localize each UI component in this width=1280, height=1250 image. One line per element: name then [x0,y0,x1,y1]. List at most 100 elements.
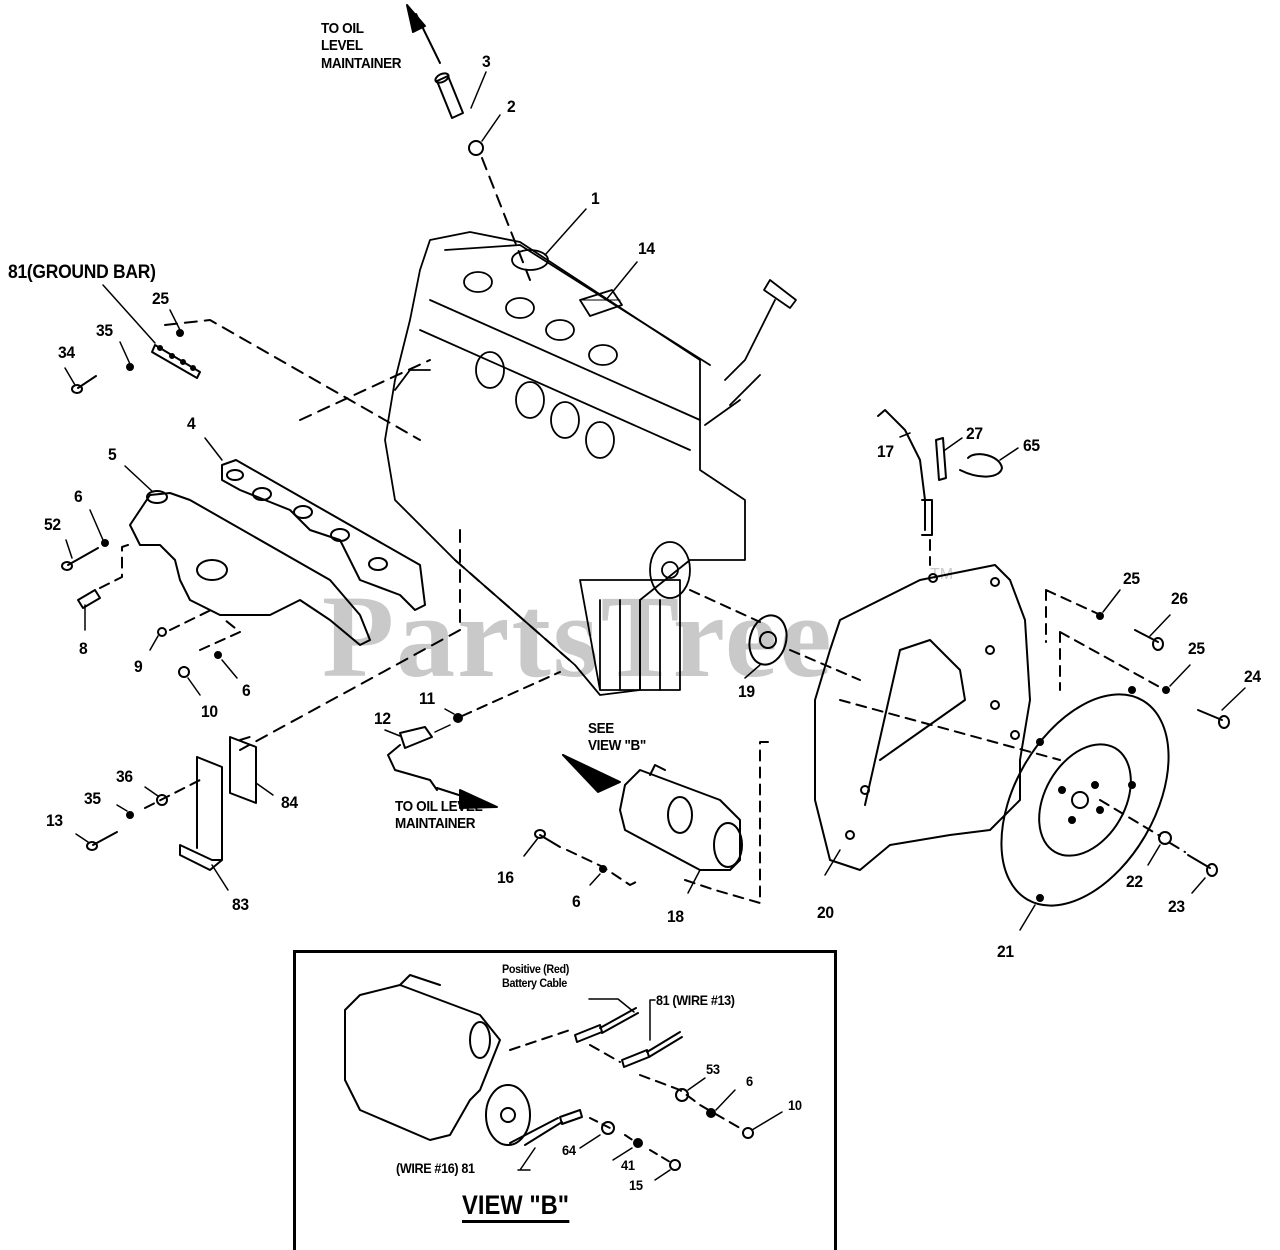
note-wire-13: 81 (WIRE #13) [656,992,735,1008]
callout-35-top: 35 [96,321,113,340]
callout-15: 15 [629,1177,643,1193]
callout-3: 3 [482,52,491,71]
callout-52: 52 [44,515,61,534]
part-1-engine [384,231,797,696]
callout-53: 53 [706,1061,720,1077]
callout-4: 4 [187,414,196,433]
callout-10-view-b: 10 [788,1097,802,1113]
view-b-15-nut [654,1159,681,1181]
callout-21: 21 [997,942,1014,961]
part-2-clamp [468,114,501,156]
part-25-washer-c [1162,664,1191,694]
arrow-up-icon [406,4,441,64]
part-34-bolt [64,367,97,394]
part-35-washer-b [116,804,134,819]
callout-1: 1 [591,189,600,208]
view-b-64-washer [579,1121,615,1149]
part-52-bolt [61,539,99,571]
part-12-oil-line [384,724,498,809]
callout-84: 84 [281,793,298,812]
callout-34: 34 [58,343,75,362]
callout-27: 27 [966,424,983,443]
part-84-plate [229,736,274,804]
part-26-bolt [1134,614,1171,651]
part-81-ground-bar [102,284,201,379]
part-6-washer-b [214,651,238,679]
view-b-10-nut [742,1111,783,1139]
view-b-frame [293,950,837,1250]
callout-65: 65 [1023,436,1040,455]
part-21-flexplate [1000,686,1170,931]
callout-6-c: 6 [572,892,581,911]
part-3-hose [434,71,487,119]
part-25-washer-b [1096,589,1121,620]
callout-19: 19 [738,682,755,701]
part-19-flexplate-adapter [744,614,788,679]
callout-12: 12 [374,709,391,728]
part-22-washer [1147,831,1172,866]
view-b-53-washer [675,1077,706,1102]
callout-26: 26 [1171,589,1188,608]
part-6-washer-a [89,509,109,547]
callout-22: 22 [1126,872,1143,891]
callout-11: 11 [419,689,435,708]
callout-9: 9 [134,657,143,676]
callout-41: 41 [621,1157,635,1173]
part-8-fitting [77,544,129,631]
part-6-washer-c [589,865,607,886]
note-to-oil-level-maintainer-top: TO OIL LEVEL MAINTAINER [321,20,402,72]
part-9-nut [149,627,167,651]
note-wire-16: (WIRE #16) 81 [396,1160,475,1176]
callout-2: 2 [507,97,516,116]
callout-24: 24 [1244,667,1261,686]
view-b-wire13 [621,999,683,1068]
callout-6-d: 6 [746,1073,753,1089]
callout-25-top: 25 [152,289,169,308]
callout-25-right-b: 25 [1188,639,1205,658]
callout-35-bottom: 35 [84,789,101,808]
part-20-bell-housing [814,564,1031,876]
callout-10: 10 [201,702,218,721]
callout-6-b: 6 [242,681,251,700]
callout-14: 14 [638,239,655,258]
watermark-tm: TM [930,566,954,583]
part-13-bolt [75,831,118,851]
callout-13: 13 [46,811,63,830]
part-23-bolt [1187,854,1218,894]
note-see-view-b: SEE VIEW "B" [588,720,646,755]
view-b-6-washer [706,1089,736,1118]
note-positive-battery-cable: Positive (Red) Battery Cable [502,962,569,990]
callout-17: 17 [877,442,894,461]
callout-25-right-a: 25 [1123,569,1140,588]
callout-23: 23 [1168,897,1185,916]
view-b-title: VIEW "B" [462,1192,570,1223]
callout-64: 64 [562,1142,576,1158]
callout-36: 36 [116,767,133,786]
view-b-41-washer [612,1138,643,1161]
part-11-fitting [444,708,463,723]
part-4-gasket [204,437,426,611]
view-b-wire16 [509,1109,583,1171]
part-16-bolt [523,829,561,857]
callout-8: 8 [79,639,88,658]
part-35-washer [119,341,134,371]
callout-16: 16 [497,868,514,887]
part-27-tube [935,437,963,481]
view-b-positive-cable [574,998,639,1043]
part-18-starter [619,764,743,894]
part-25-washer [169,309,184,337]
part-17-dipstick [877,409,933,566]
view-b-starter [344,974,531,1146]
callout-83: 83 [232,895,249,914]
callout-5: 5 [108,445,117,464]
part-83-bracket [179,756,229,891]
callout-6-a: 6 [74,487,83,506]
part-10-nut [178,666,201,696]
part-24-bolt [1197,687,1246,729]
note-to-oil-level-maintainer: TO OIL LEVEL MAINTAINER [395,798,483,833]
label-ground-bar: 81(GROUND BAR) [8,262,156,283]
part-65-clip [959,447,1019,478]
part-36-washer [144,786,168,806]
